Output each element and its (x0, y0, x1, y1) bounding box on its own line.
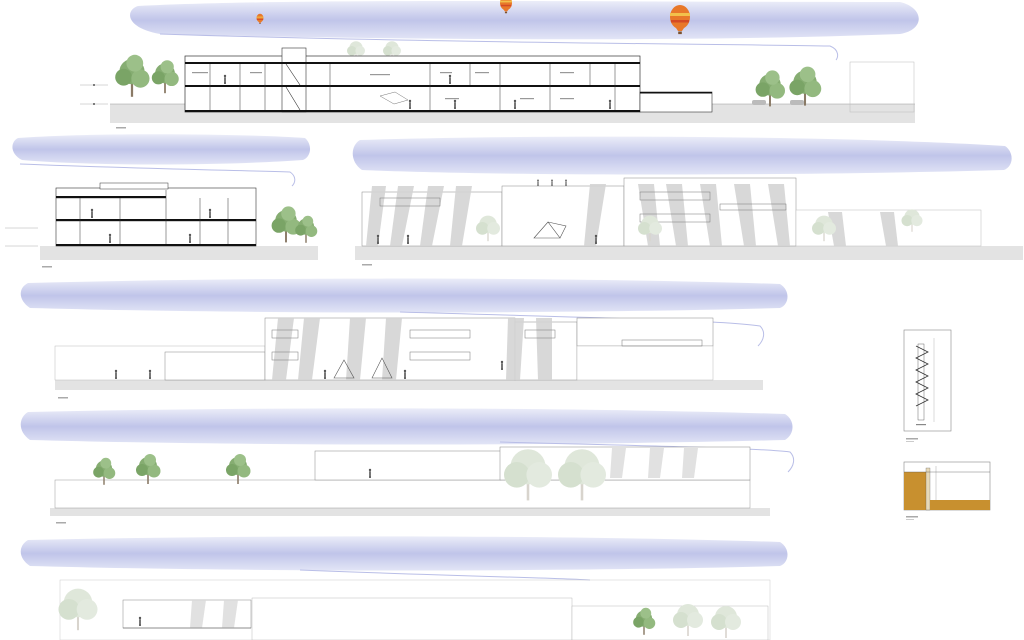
sky-stroke-top (130, 1, 919, 40)
drawing-label-mark (58, 397, 68, 399)
sky-stroke-elev1 (20, 278, 788, 313)
facade-fin-detail (903, 329, 952, 442)
tree-icon (789, 66, 822, 106)
level-marker-icon (80, 84, 108, 105)
drawing-label-mark (362, 264, 372, 266)
sky-stroke-elev1-tail (399, 311, 765, 347)
drawing-label-mark (116, 127, 126, 129)
drawing-label-mark (906, 516, 918, 518)
ground-band (40, 246, 318, 260)
wall-detail (903, 461, 991, 520)
section-cut-slab (56, 196, 166, 199)
canopy (333, 357, 393, 379)
elevation-east-drawing (54, 317, 763, 399)
canopy (533, 221, 567, 239)
tree-icon (226, 454, 251, 484)
section-cut-slab (56, 219, 256, 222)
building-outline (184, 55, 641, 113)
level-marker-icon (5, 227, 38, 247)
roof-figures (537, 179, 567, 186)
elevation-south-drawing (355, 177, 1023, 266)
sky-stroke-mid-right (352, 136, 1012, 175)
sky-stroke-mid-left-tail (19, 163, 296, 187)
tree-icon (115, 54, 150, 97)
sky-stroke-mid-left (12, 134, 311, 165)
section-cut-slab (185, 110, 640, 112)
tree-icon (271, 206, 301, 243)
person-figure-icon (114, 369, 118, 379)
person-figure-icon (148, 369, 152, 379)
sky-stroke-top-tail (159, 33, 839, 61)
car-icon (752, 100, 804, 105)
tree-icon (136, 454, 161, 484)
section-b-drawing (5, 182, 318, 268)
drawing-label-mark (56, 522, 66, 524)
section-a-drawing (80, 41, 915, 129)
sky-stroke-elev2 (20, 408, 793, 445)
tree-icon (58, 588, 98, 631)
elevation-north-drawing (50, 446, 770, 524)
ground-band (50, 508, 770, 516)
tree-icon (151, 60, 179, 94)
elevation-west-drawing (58, 579, 771, 640)
facade-fins (190, 600, 238, 628)
facade-fins (366, 184, 898, 246)
facade-fins (272, 318, 552, 380)
ground-band (55, 380, 763, 390)
ground-band (355, 246, 1023, 260)
sky-stroke-elev2-tail (499, 441, 795, 473)
facade-fins (610, 448, 698, 478)
tree-icon (295, 215, 318, 243)
drawing-label-mark (42, 266, 52, 268)
drawing-label-mark (906, 438, 918, 440)
section-cut-slab (56, 244, 256, 246)
sky-strokes (12, 1, 1012, 581)
section-cut-slab (185, 85, 640, 87)
sky-stroke-elev3 (20, 536, 788, 571)
sky-stroke-elev3-tail (299, 569, 591, 581)
section-cut-slab (185, 62, 640, 64)
